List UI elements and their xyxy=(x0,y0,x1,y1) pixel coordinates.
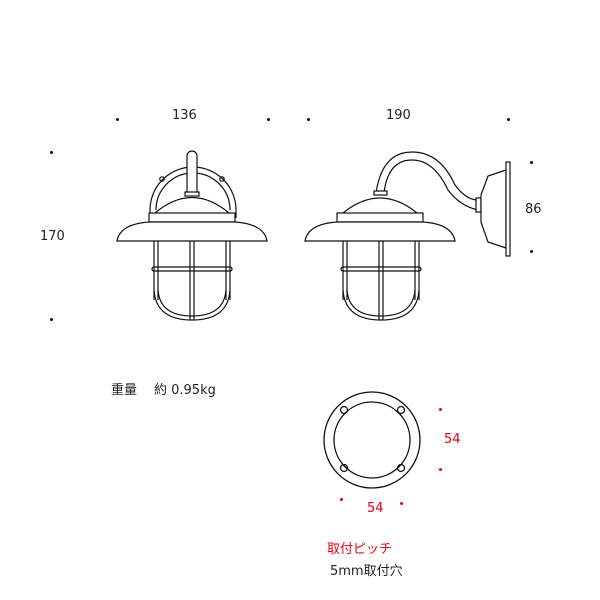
mounting-plate xyxy=(323,391,421,489)
hole-caption: 5mm取付穴 xyxy=(330,564,403,579)
pitch-v-dot-top xyxy=(439,408,442,411)
pitch-v-dot-bottom xyxy=(439,468,442,471)
side-depth-dot-right xyxy=(507,118,510,121)
weight-value: 約 0.95kg xyxy=(154,383,216,398)
front-width-dot-left xyxy=(116,118,119,121)
pitch-h-dot-left xyxy=(340,498,343,501)
height-dot-bottom xyxy=(50,318,53,321)
base-height-dot-bottom xyxy=(530,250,533,253)
pitch-caption: 取付ピッチ xyxy=(327,542,393,557)
height-label: 170 xyxy=(40,229,65,244)
height-dot-top xyxy=(50,151,53,154)
base-height-label: 86 xyxy=(525,202,542,217)
pitch-vertical-label: 54 xyxy=(444,432,461,447)
side-depth-label: 190 xyxy=(386,108,411,123)
weight-label: 重量 xyxy=(111,383,138,398)
pitch-h-dot-right xyxy=(400,502,403,505)
side-depth-dot-left xyxy=(307,118,310,121)
side-view-lamp xyxy=(304,151,511,321)
front-width-dot-right xyxy=(267,118,270,121)
front-view-lamp xyxy=(116,150,268,321)
base-height-dot-top xyxy=(530,161,533,164)
pitch-horizontal-label: 54 xyxy=(367,501,384,516)
front-width-label: 136 xyxy=(172,108,197,123)
